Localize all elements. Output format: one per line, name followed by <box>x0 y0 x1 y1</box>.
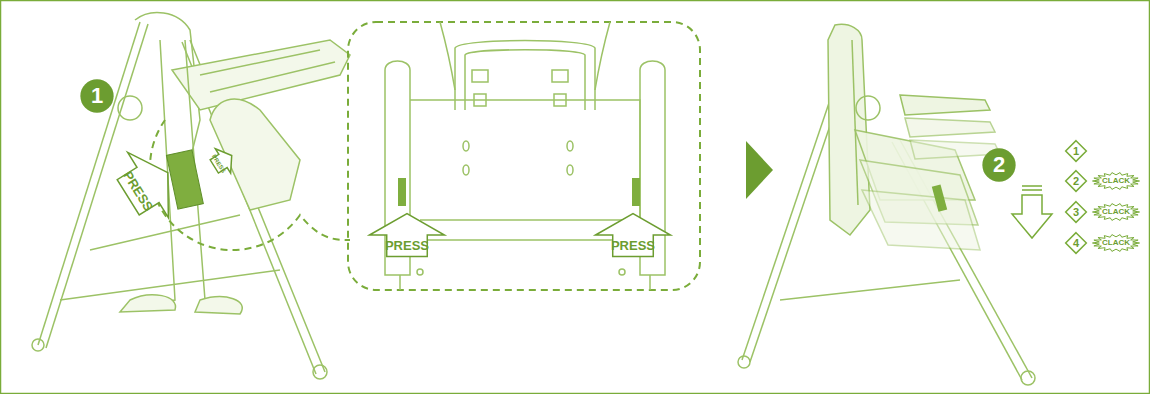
callout-number: 2 <box>1065 170 1087 192</box>
position-diamond: 3 <box>1065 201 1087 223</box>
press-label: PRESS <box>594 212 672 258</box>
position-diamond: 2 <box>1065 170 1087 192</box>
detail-leader <box>150 120 350 250</box>
clack-burst: CLACK <box>1092 234 1140 252</box>
position-diamond: 4 <box>1065 232 1087 254</box>
chair-right <box>738 24 1035 385</box>
chair-left <box>32 13 350 379</box>
release-lever <box>932 184 947 211</box>
callout-number: 1 <box>1065 140 1087 162</box>
motion-arrow <box>1012 186 1052 238</box>
release-lever <box>166 150 203 209</box>
clack-burst: CLACK <box>1092 172 1140 190</box>
press-arrow: PRESS <box>106 138 191 232</box>
step-arrow <box>746 141 773 199</box>
press-arrow: PRESS <box>368 212 446 258</box>
press-arrow: PRESS <box>594 212 672 258</box>
clack-label: CLACK <box>1092 203 1140 221</box>
step-circle: 1 <box>80 79 114 113</box>
clack-label: CLACK <box>1092 234 1140 252</box>
position-diamond: 1 <box>1065 140 1087 162</box>
press-label: PRESS <box>106 138 191 232</box>
callout-number: 4 <box>1065 232 1087 254</box>
detail-frame <box>348 22 700 290</box>
clack-burst: CLACK <box>1092 203 1140 221</box>
press-label: PRESS <box>368 212 446 258</box>
clack-label: CLACK <box>1092 172 1140 190</box>
callout-number: 1 <box>80 79 114 113</box>
callout-number: 2 <box>982 148 1016 182</box>
release-lever <box>398 178 406 206</box>
callout-number: 3 <box>1065 201 1087 223</box>
step-circle: 2 <box>982 148 1016 182</box>
release-lever <box>632 178 640 206</box>
